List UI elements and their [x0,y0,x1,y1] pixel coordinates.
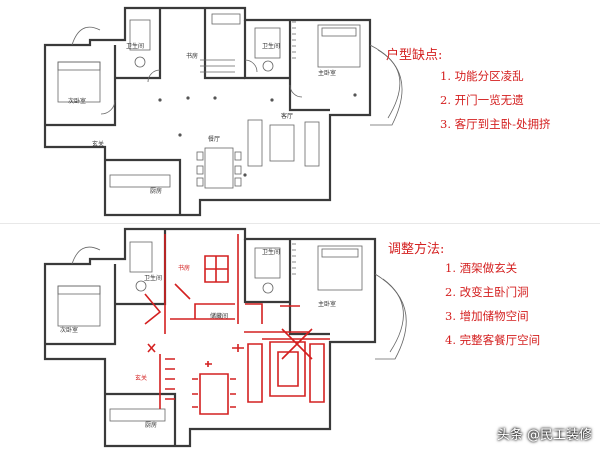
adjustment-item: 4. 完整客餐厅空间 [445,333,541,347]
room-label-bathroom-2: 卫生间 [262,248,280,256]
defects-title: 户型缺点: [386,48,443,63]
room-label-study: 书房 [186,52,198,60]
defect-item: 3. 客厅到主卧-处拥挤 [440,117,551,131]
adjustments-title: 调整方法: [388,242,445,257]
room-label-study: 书房 [178,264,190,272]
room-label-entrance: 玄关 [92,140,104,148]
room-label-bathroom-1: 卫生间 [144,274,162,282]
room-label-master-bedroom: 主卧室 [318,300,336,308]
defect-item: 2. 开门一览无遗 [440,93,524,107]
room-label-dining: 餐厅 [208,135,220,143]
defect-item: 1. 功能分区凌乱 [440,69,524,83]
watermark: 头条 @民工装修 [496,428,592,443]
room-label-living-room: 客厅 [281,112,293,120]
floor-plan-original: 次卧室 卫生间 书房 卫生间 主卧室 客厅 餐厅 玄关 厨房 [43,6,403,217]
adjustment-item: 3. 增加储物空间 [445,309,529,323]
adjustment-item: 2. 改变主卧门洞 [445,285,529,299]
room-label-entrance: 玄关 [135,374,147,382]
room-label-bathroom-1: 卫生间 [126,42,144,50]
defects-list: 1. 功能分区凌乱 2. 开门一览无遗 3. 客厅到主卧-处拥挤 [440,64,551,136]
floor-plan-adjusted: 次卧室 卫生间 书房 储藏间 卫生间 主卧室 玄关 厨房 [43,227,407,448]
room-label-storage: 储藏间 [210,312,228,320]
section-divider [0,223,600,224]
adjustment-item: 1. 酒架做玄关 [445,261,518,275]
room-label-master-bedroom: 主卧室 [318,69,336,77]
room-label-kitchen: 厨房 [145,421,157,429]
room-label-kitchen: 厨房 [150,187,162,195]
room-label-bathroom-2: 卫生间 [262,42,280,50]
adjustments-list: 1. 酒架做玄关 2. 改变主卧门洞 3. 增加储物空间 4. 完整客餐厅空间 [445,256,540,352]
room-label-second-bedroom: 次卧室 [68,97,86,105]
room-label-second-bedroom: 次卧室 [60,326,78,334]
